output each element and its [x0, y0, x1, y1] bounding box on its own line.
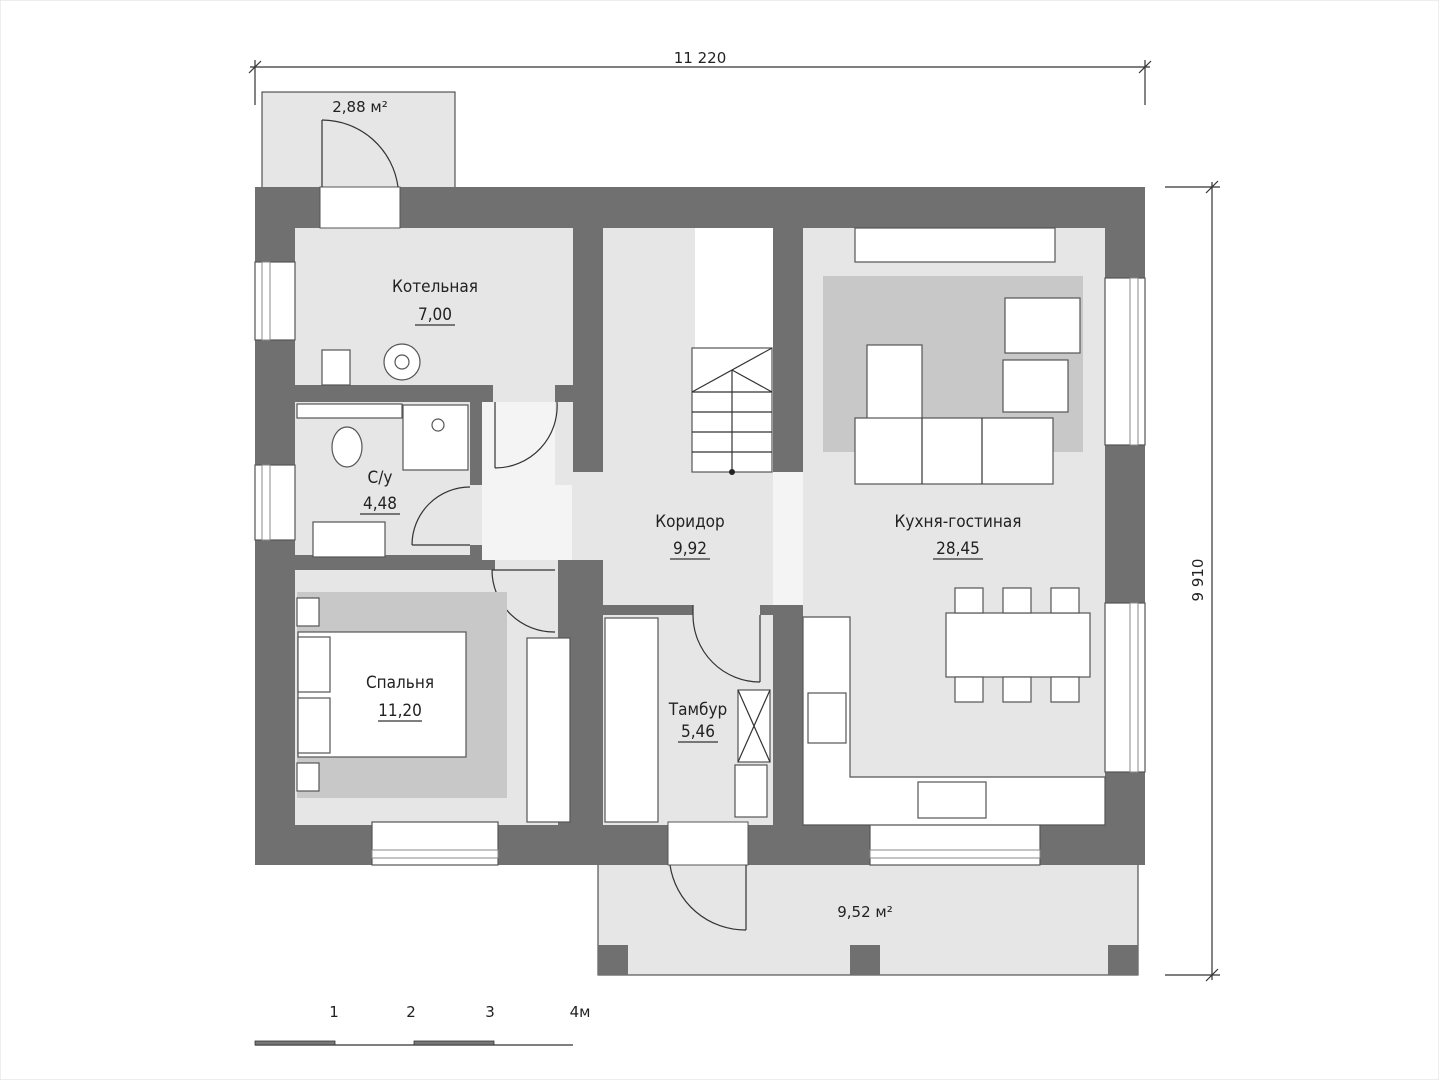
room-area-boiler: 7,00	[418, 305, 452, 325]
staircase	[691, 228, 773, 475]
back-porch-area: 2,88 м²	[332, 98, 388, 116]
doors	[319, 119, 761, 931]
room-name-kitchen-living: Кухня-гостиная	[895, 512, 1022, 532]
bedroom-furniture	[296, 592, 571, 823]
room-area-bedroom: 11,20	[378, 701, 422, 721]
dimension-height: 9 910	[1165, 180, 1220, 982]
scale-tick: 4м	[570, 1003, 591, 1021]
scale-tick: 2	[406, 1003, 416, 1021]
wall	[573, 228, 603, 472]
room-area-corridor: 9,92	[673, 539, 707, 559]
room-area-bathroom: 4,48	[363, 494, 397, 514]
scale-tick: 3	[485, 1003, 495, 1021]
bathroom-fixtures	[296, 403, 469, 558]
room-name-boiler: Котельная	[392, 277, 478, 297]
back-porch: 2,88 м²	[261, 91, 456, 189]
room-name-bedroom: Спальня	[366, 673, 434, 693]
room-name-corridor: Коридор	[655, 512, 725, 532]
room-area-vestibule: 5,46	[681, 722, 715, 742]
room-area-kitchen-living: 28,45	[936, 539, 980, 559]
room-name-vestibule: Тамбур	[668, 700, 727, 720]
scale-tick: 1	[329, 1003, 339, 1021]
width-label: 11 220	[674, 49, 727, 67]
vestibule-furniture	[604, 617, 771, 823]
room-name-bathroom: С/у	[368, 468, 393, 488]
scale-bar: 1 2 3 4м	[254, 1003, 591, 1046]
boiler-room-equipment	[321, 343, 421, 386]
windows	[254, 261, 1146, 866]
height-label: 9 910	[1189, 559, 1207, 602]
front-porch-area: 9,52 м²	[837, 903, 893, 921]
dimension-width: 11 220	[248, 49, 1152, 105]
wall	[773, 228, 803, 472]
front-porch: 9,52 м²	[597, 863, 1139, 976]
kitchen-living-furniture	[802, 227, 1106, 826]
